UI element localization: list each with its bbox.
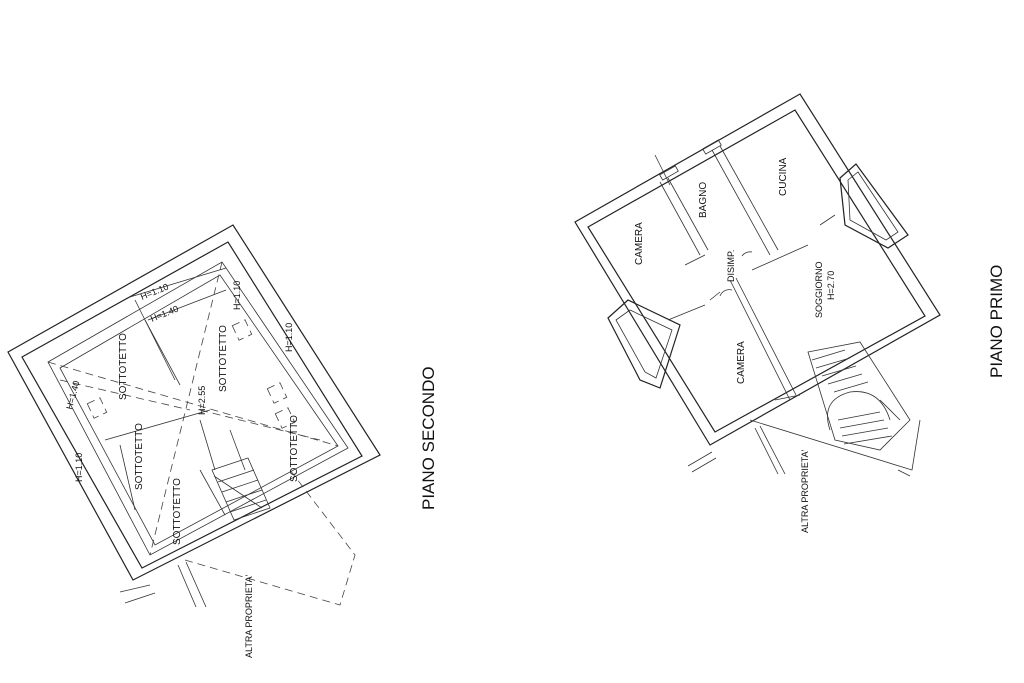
room-label-soggiorno: SOGGIORNO [814,261,824,318]
room-label-camera: CAMERA [736,341,747,384]
plan-piano-secondo: H=1.10 H=1.40 H=1.10 H=1.10 H=1.40 H=2.5… [7,224,381,658]
room-label-sottotetto: SOTTOTETTO [172,478,183,545]
height-label: H=1.40 [64,380,81,411]
room-label-sottotetto: SOTTOTETTO [289,415,300,482]
room-label-cucina: CUCINA [778,157,789,196]
neighbor-label: ALTRA PROPRIETA' [244,574,254,658]
room-label-camera: CAMERA [634,222,645,265]
floor-title-piano-primo: PIANO PRIMO [987,265,1006,378]
plan-piano-primo: CAMERA BAGNO CUCINA DISIMP. SOGGIORNO H=… [574,93,941,533]
height-label: H=2.55 [197,386,207,415]
height-label: H=1.10 [232,281,242,310]
staircase-second [211,457,271,521]
room-label-disimpegno: DISIMP. [726,250,736,282]
room-label-sottotetto: SOTTOTETTO [134,423,145,490]
staircase-first [807,341,911,451]
height-label: H=1.10 [139,282,170,302]
room-height-soggiorno: H=2.70 [826,271,836,300]
room-label-sottotetto: SOTTOTETTO [118,333,129,400]
height-label: H=1.40 [149,304,180,324]
room-label-bagno: BAGNO [698,182,709,218]
room-label-sottotetto: SOTTOTETTO [218,325,229,392]
neighbor-label: ALTRA PROPRIETA' [800,449,810,533]
floor-title-piano-secondo: PIANO SECONDO [419,366,438,510]
height-label: H=1.10 [284,323,294,352]
height-label: H=1.10 [74,453,84,482]
